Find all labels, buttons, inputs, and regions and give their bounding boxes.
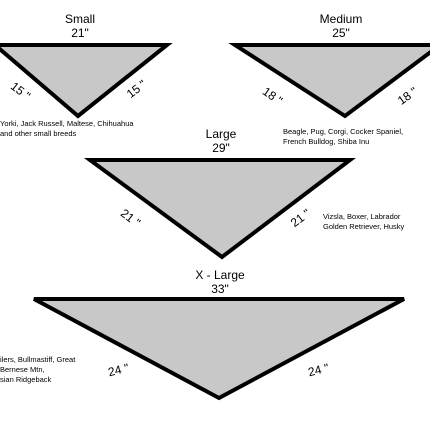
medium-breeds-line: Beagle, Pug, Corgi, Cocker Spaniel, (283, 127, 404, 136)
medium-size-name: Medium (319, 12, 363, 26)
small-breeds-line: Yorki, Jack Russell, Maltese, Chihuahua (0, 119, 134, 128)
xlarge-triangle (33, 297, 405, 401)
large-triangle (83, 158, 356, 260)
small-breeds: Yorki, Jack Russell, Maltese, Chihuahua … (0, 119, 134, 139)
large-breeds-line: Vizsla, Boxer, Labrador (323, 212, 401, 221)
large-breeds-line: Golden Retriever, Husky (323, 222, 405, 231)
medium-breeds: Beagle, Pug, Corgi, Cocker Spaniel, Fren… (283, 127, 403, 147)
small-breeds-line: and other small breeds (0, 129, 77, 138)
medium-width-label: 25" (332, 26, 350, 40)
large-breeds: Vizsla, Boxer, Labrador Golden Retriever… (323, 212, 404, 232)
medium-triangle (228, 43, 430, 119)
xlarge-breeds: ilers, Bullmastiff, Great Bernese Mtn, s… (0, 355, 75, 385)
xlarge-breeds-line: sian Ridgeback (0, 375, 52, 384)
small-triangle (0, 43, 173, 119)
xlarge-breeds-line: ilers, Bullmastiff, Great (0, 355, 76, 364)
xlarge-size-name: X - Large (195, 268, 245, 282)
medium-breeds-line: French Bulldog, Shiba Inu (283, 137, 370, 146)
xlarge-width-label: 33" (211, 282, 229, 296)
small-size-name: Small (64, 12, 95, 26)
large-size-name: Large (205, 127, 237, 141)
large-width-label: 29" (212, 141, 230, 155)
xlarge-breeds-line: Bernese Mtn, (0, 365, 45, 374)
small-width-label: 21" (71, 26, 89, 40)
